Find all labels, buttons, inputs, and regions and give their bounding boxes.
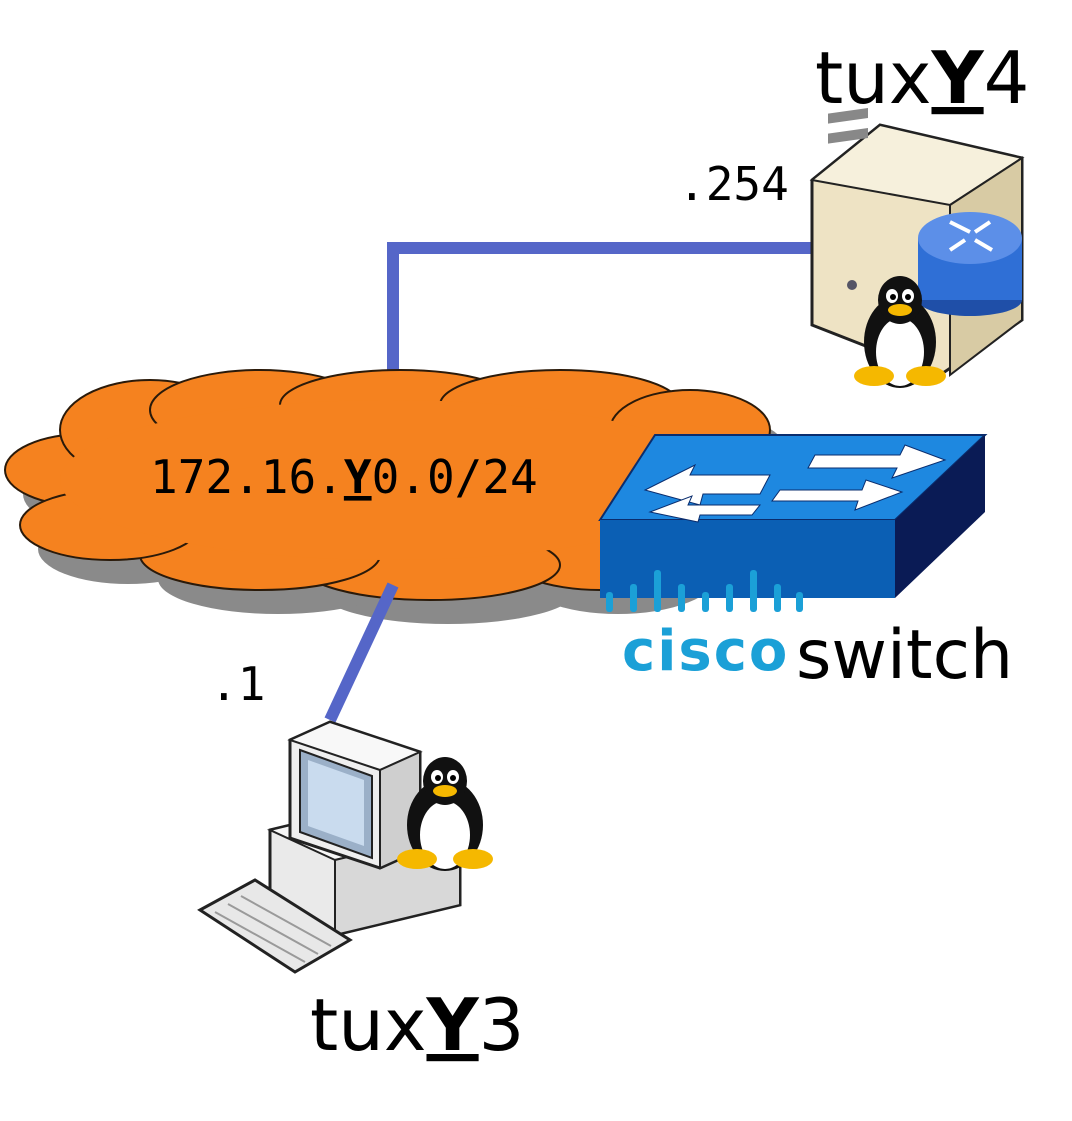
cisco-switch-icon	[598, 434, 988, 598]
tux-penguin-icon	[397, 757, 493, 871]
router-host-name: tuxY4	[815, 36, 1029, 120]
switch-label: switch	[796, 616, 1013, 695]
server-router-icon	[809, 108, 1025, 378]
tux-penguin-icon	[854, 276, 946, 388]
cisco-brand-label: cisco	[622, 619, 789, 684]
pc-host-ip: .1	[210, 657, 265, 711]
network-address-var: Y	[344, 450, 372, 504]
router-host-ip: .254	[678, 157, 789, 211]
cisco-logo-icon	[606, 570, 803, 612]
link-cloud-to-pc	[324, 582, 399, 723]
pc-host-name: tuxY3	[310, 983, 524, 1067]
network-address-label: 172.16.Y0.0/24	[150, 450, 538, 504]
link-cloud-to-router	[387, 242, 815, 400]
